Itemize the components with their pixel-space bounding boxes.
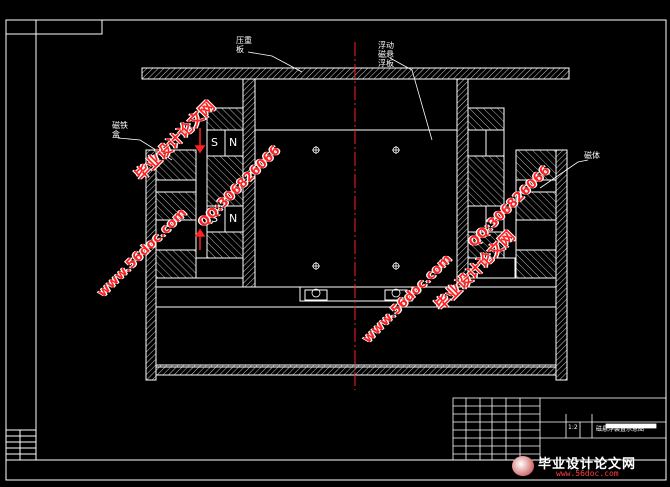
title-block: [452, 397, 667, 461]
pressure-plate-label: 压重 板: [236, 36, 252, 54]
drawing-title: 磁悬浮装置示意图: [596, 426, 645, 433]
site-banner-title: 毕业设计论文网: [538, 457, 637, 472]
red-arrows: [194, 128, 206, 250]
pole-label: N: [229, 212, 238, 225]
pole-label: N: [229, 136, 238, 149]
pole-label: S: [211, 136, 218, 149]
left-magnet-stack: [195, 107, 244, 279]
base-frame: [155, 286, 557, 376]
magnet-label: 磁体: [584, 151, 600, 160]
left-magnet-box: [145, 149, 197, 381]
right-post: [456, 78, 469, 288]
right-magnet-stack: [467, 107, 516, 279]
site-banner: 毕业设计论文网 www.56doc.com: [508, 452, 668, 481]
pole-label: S: [211, 212, 218, 225]
site-logo-icon: [512, 456, 534, 476]
drawing-scale: 1:2: [568, 424, 578, 431]
magnet-box-label: 磁铁 盒: [112, 121, 128, 139]
leader-lines: [117, 51, 589, 189]
bolt-holes: [311, 146, 401, 298]
floating-plate-label: 浮动 磁悬 浮板: [378, 41, 394, 68]
right-magnet-box: [515, 149, 568, 381]
site-banner-url: www.56doc.com: [556, 469, 619, 478]
drawing-frame: [5, 19, 667, 481]
